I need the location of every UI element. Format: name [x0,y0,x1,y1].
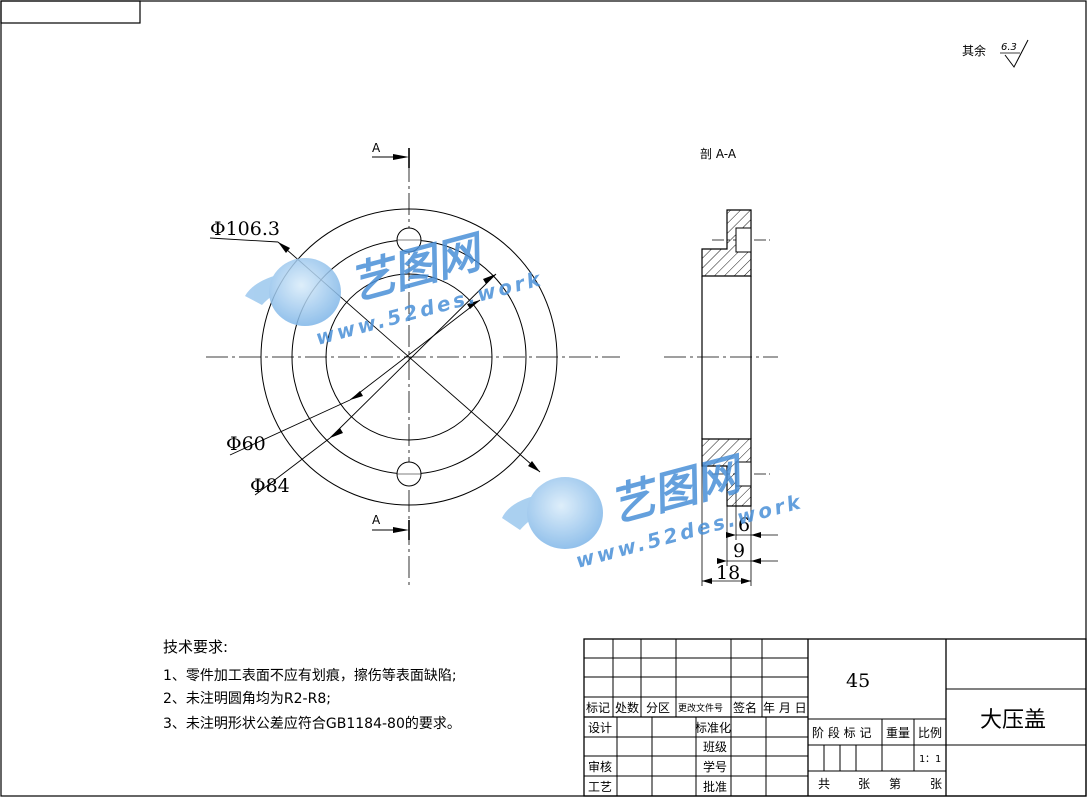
material: 45 [846,670,870,692]
header-sign: 签名 [733,700,757,715]
scale-value: 1：1 [919,754,941,765]
tech-title: 技术要求: [163,638,228,656]
dim-bore-diameter: Φ60 [226,433,266,455]
title-block [583,638,1087,797]
header-mark: 标记 [586,701,610,715]
tech-requirements: 技术要求: 1、零件加工表面不应有划痕，擦伤等表面缺陷; 2、未注明圆角均为R2… [163,638,461,732]
scale-label: 比例 [918,726,942,740]
dim-leader-pitch [329,273,497,439]
corner-tag-box [0,0,141,24]
dim-step-mid: 9 [733,540,745,562]
watermark-globe-icon [269,258,341,326]
dim-thickness: 18 [716,562,740,584]
section-top-hole [735,227,752,253]
tech-item: 3、未注明形状公差应符合GB1184-80的要求。 [163,715,461,732]
role-review: 审核 [588,759,612,774]
sheet-num-prefix: 第 [889,777,901,791]
dim-step-small: 6 [738,514,750,536]
role-student-id: 学号 [703,759,727,774]
role-class: 班级 [703,740,727,754]
header-date: 年 月 日 [763,701,807,715]
roughness-prefix: 其余 [962,43,986,58]
role-approve: 批准 [703,779,727,794]
roughness-note: 其余 6.3 [962,39,1029,68]
front-view: Φ106.3 Φ60 Φ84 A A [206,141,620,588]
dim-outer-diameter: Φ106.3 [210,218,280,240]
role-standard: 标准化 [695,721,731,735]
title-block-text: 标记 处数 分区 更改文件号 签名 年 月 日 设计 标准化 班级 审核 学号 … [586,670,1046,794]
header-zone: 分区 [646,701,670,715]
roughness-value: 6.3 [1001,42,1017,53]
watermark-1: 艺图网 www.52des.work [245,226,546,350]
weight-label: 重量 [886,726,910,740]
section-view: 剖 A-A 6 9 18 [664,147,778,586]
section-marker-bottom: A [372,513,381,527]
sheet-total-prefix: 共 [818,777,830,791]
header-count: 处数 [615,700,639,715]
header-change-doc: 更改文件号 [678,702,723,714]
dim-hole-circle-diameter: Φ84 [250,475,290,497]
bore-circle [325,273,493,441]
sheet-total-suffix: 张 [858,777,870,791]
section-title: 剖 A-A [700,147,737,161]
stage-mark: 阶 段 标 记 [812,725,871,740]
watermark-2: 艺图网 www.52des.work [502,448,806,573]
dim-leader-bore [349,299,481,401]
sheet-num-suffix: 张 [930,777,942,791]
section-bottom-hole [735,461,752,487]
roughness-symbol [1004,39,1029,68]
role-design: 设计 [588,721,612,735]
part-name: 大压盖 [980,708,1046,733]
tech-item: 1、零件加工表面不应有划痕，擦伤等表面缺陷; [163,667,457,684]
outer-circle [260,208,558,506]
role-process: 工艺 [588,780,612,794]
watermark-globe-icon [527,477,603,549]
tech-item: 2、未注明圆角均为R2-R8; [163,691,331,707]
section-marker-top: A [372,141,381,155]
